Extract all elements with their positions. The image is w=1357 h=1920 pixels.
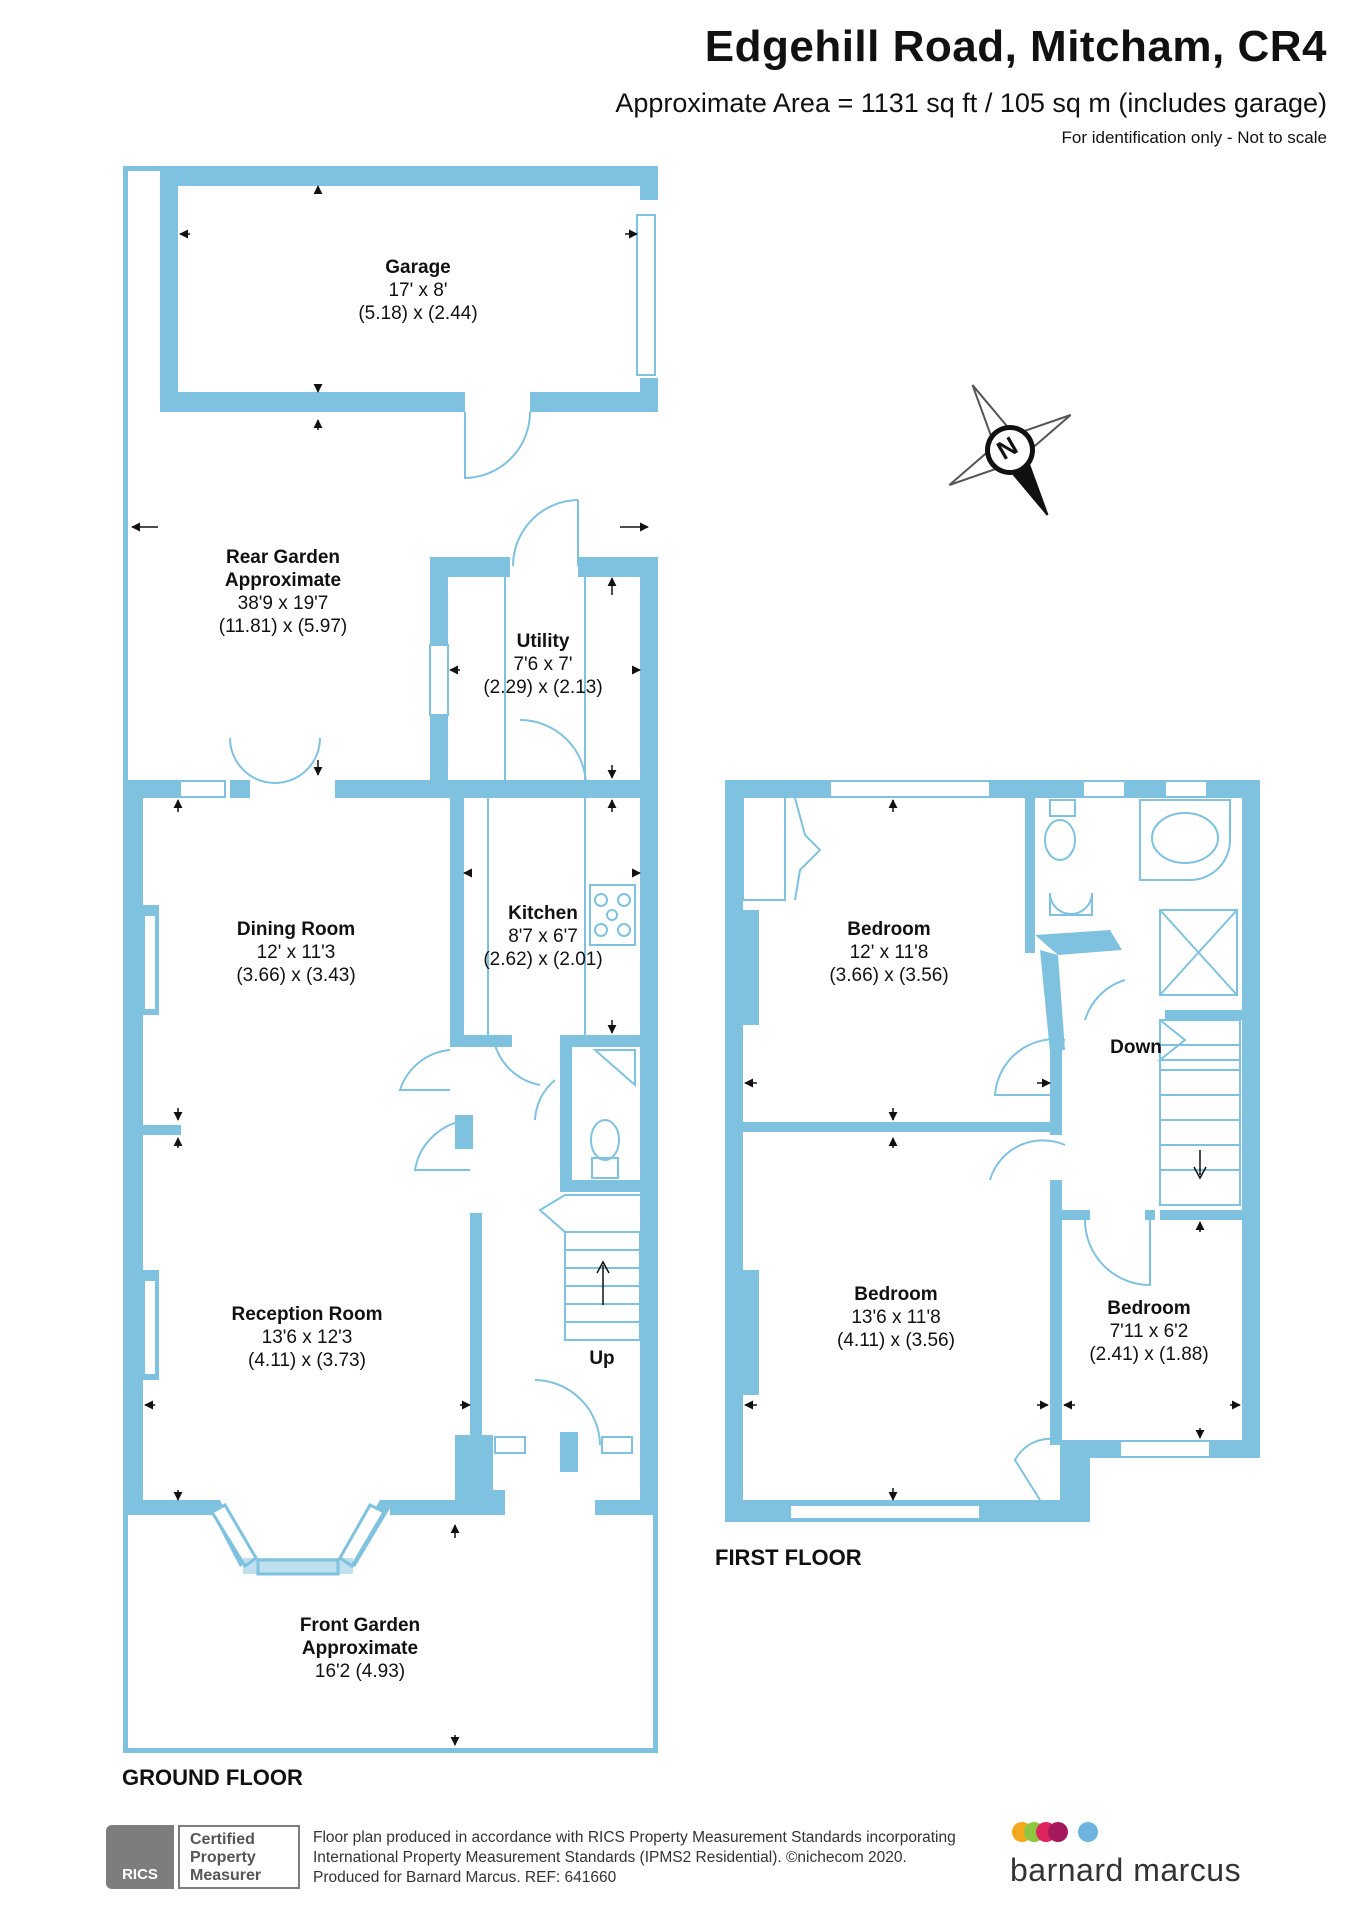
ground-floor-label: GROUND FLOOR xyxy=(122,1765,303,1790)
certified-measurer: Certified Property Measurer xyxy=(178,1825,300,1889)
dimension-arrows xyxy=(131,185,1241,1746)
first-floor-label: FIRST FLOOR xyxy=(715,1545,862,1570)
dining-room-label: Dining Room 12' x 11'3 (3.66) x (3.43) xyxy=(236,919,356,986)
page-title: Edgehill Road, Mitcham, CR4 xyxy=(704,22,1327,71)
ground-doors xyxy=(229,411,601,1446)
ground-windows xyxy=(143,214,656,1454)
bedroom-3-label: Bedroom 7'11 x 6'2 (2.41) x (1.88) xyxy=(1089,1298,1209,1365)
brand-logo: barnard marcus xyxy=(1010,1822,1250,1892)
first-floor-walls xyxy=(725,780,1260,1522)
stairs-down-label: Down xyxy=(1110,1037,1162,1058)
rear-garden-label: Rear Garden Approximate 38'9 x 19'7 (11.… xyxy=(218,547,348,637)
scale-disclaimer: For identification only - Not to scale xyxy=(1061,128,1327,147)
front-garden-label: Front Garden Approximate 16'2 (4.93) xyxy=(299,1615,421,1682)
utility-label: Utility 7'6 x 7' (2.29) x (2.13) xyxy=(483,631,603,698)
first-windows xyxy=(789,780,1211,1520)
bedroom-2-label: Bedroom 13'6 x 11'8 (4.11) x (3.56) xyxy=(837,1284,955,1351)
rics-logo: RICS xyxy=(106,1825,174,1889)
first-fixtures xyxy=(742,797,1241,1501)
bay-sill xyxy=(243,1558,353,1574)
stairs-up-label: Up xyxy=(589,1348,615,1369)
footer-disclaimer: Floor plan produced in accordance with R… xyxy=(313,1829,956,1886)
brand-dot xyxy=(1048,1822,1068,1842)
ground-stairs xyxy=(538,1194,641,1341)
garage-label: Garage 17' x 8' (5.18) x (2.44) xyxy=(358,257,478,324)
brand-dot xyxy=(1078,1822,1098,1842)
brand-name: barnard marcus xyxy=(1010,1852,1242,1888)
bedroom-1-label: Bedroom 12' x 11'8 (3.66) x (3.56) xyxy=(829,919,949,986)
kitchen-fixtures xyxy=(487,575,636,1179)
reception-room-label: Reception Room 13'6 x 12'3 (4.11) x (3.7… xyxy=(231,1304,383,1371)
ground-floor-walls xyxy=(123,166,658,1753)
kitchen-label: Kitchen 8'7 x 6'7 (2.62) x (2.01) xyxy=(483,903,603,970)
area-summary: Approximate Area = 1131 sq ft / 105 sq m… xyxy=(615,88,1327,118)
compass-icon xyxy=(948,384,1072,516)
rics-badge: RICS Certified Property Measurer xyxy=(106,1825,300,1889)
